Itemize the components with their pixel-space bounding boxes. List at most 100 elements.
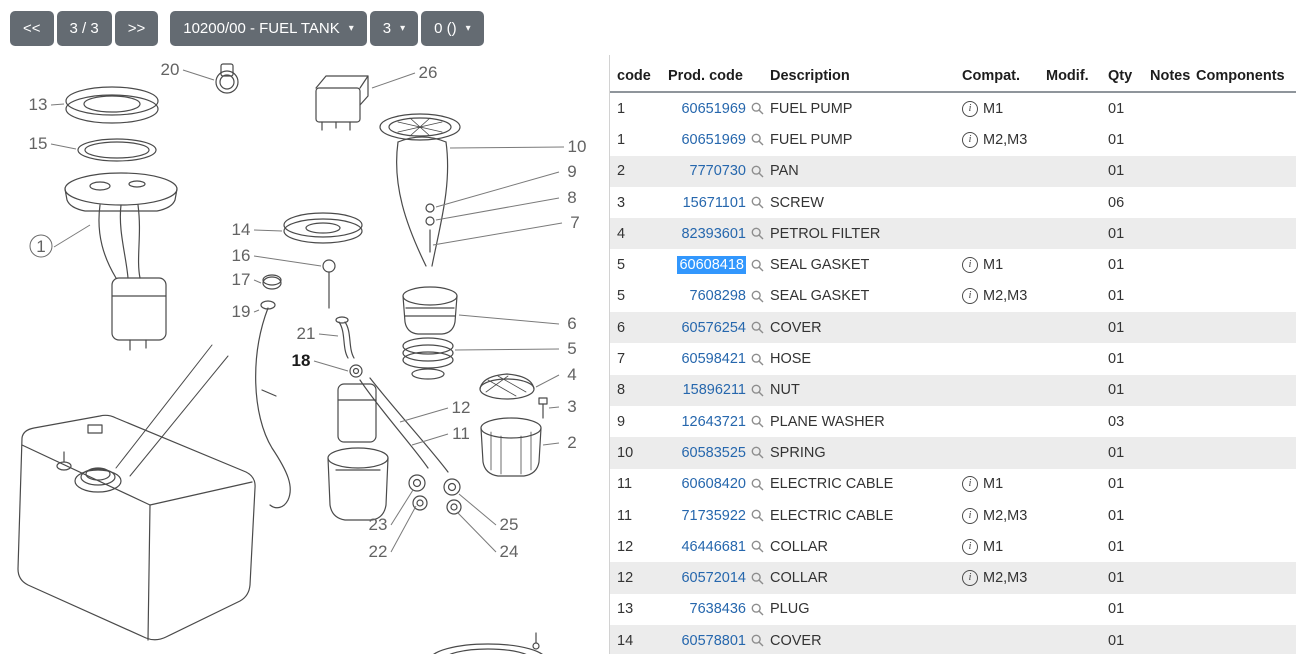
- callout-number[interactable]: 1: [36, 237, 45, 256]
- search-icon[interactable]: [751, 540, 764, 553]
- prod-code-cell: 60583525: [668, 445, 770, 461]
- callout-number[interactable]: 19: [232, 302, 251, 321]
- description-cell: PLUG: [770, 601, 810, 618]
- code-cell: 6: [617, 319, 626, 336]
- callout-number[interactable]: 22: [369, 542, 388, 561]
- search-icon[interactable]: [751, 290, 764, 303]
- prod-code-link[interactable]: 60651969: [681, 100, 746, 117]
- callout-number[interactable]: 12: [452, 398, 471, 417]
- prod-code-link[interactable]: 15671101: [682, 194, 746, 211]
- callout-number[interactable]: 13: [29, 95, 48, 114]
- sheet-select[interactable]: 3 ▾: [369, 11, 419, 46]
- info-icon[interactable]: i: [962, 100, 978, 117]
- next-page-button[interactable]: >>: [114, 11, 159, 46]
- prod-code-cell: 60651969: [668, 132, 770, 148]
- callout-number[interactable]: 7: [570, 213, 579, 232]
- qty-cell: 01: [1108, 131, 1125, 148]
- search-icon[interactable]: [751, 165, 764, 178]
- prod-code-link[interactable]: 60608420: [681, 476, 746, 493]
- prod-code-link[interactable]: 60651969: [681, 131, 746, 148]
- callout-number[interactable]: 26: [419, 63, 438, 82]
- prod-code-link[interactable]: 60572014: [681, 570, 746, 587]
- callout-number[interactable]: 9: [567, 162, 576, 181]
- info-icon[interactable]: i: [962, 507, 978, 524]
- callout-number[interactable]: 23: [369, 515, 388, 534]
- qty-cell: 01: [1108, 225, 1125, 242]
- prev-page-button[interactable]: <<: [10, 11, 54, 46]
- callout-number[interactable]: 5: [567, 339, 576, 358]
- diagram-callouts: 20 26 13 15 10 9 8 7 14 16 17 19 1 21 18 6 5 4 3 12 11 2 23 25 2…: [29, 60, 587, 561]
- code-cell: 10: [617, 444, 634, 461]
- callout-number[interactable]: 11: [452, 424, 470, 443]
- prod-code-link[interactable]: 71735922: [681, 507, 746, 524]
- info-icon[interactable]: i: [962, 131, 978, 148]
- search-icon[interactable]: [751, 353, 764, 366]
- prod-code-link[interactable]: 7770730: [689, 163, 746, 180]
- search-icon[interactable]: [751, 446, 764, 459]
- prod-code-link[interactable]: 12643721: [681, 413, 746, 430]
- prod-code-link[interactable]: 7638436: [689, 601, 746, 618]
- description-cell: SCREW: [770, 194, 824, 211]
- prod-code-link[interactable]: 60608418: [677, 256, 746, 275]
- prod-code-cell: 7638436: [668, 601, 770, 617]
- search-icon[interactable]: [751, 196, 764, 209]
- search-icon[interactable]: [751, 572, 764, 585]
- search-icon[interactable]: [751, 478, 764, 491]
- qty-cell: 01: [1108, 351, 1125, 368]
- callout-number[interactable]: 24: [500, 542, 519, 561]
- info-icon[interactable]: i: [962, 570, 978, 587]
- prod-code-link[interactable]: 60598421: [681, 351, 746, 368]
- prod-code-link[interactable]: 60578801: [681, 632, 746, 649]
- prod-code-link[interactable]: 60583525: [681, 444, 746, 461]
- search-icon[interactable]: [751, 603, 764, 616]
- assembly-select[interactable]: 10200/00 - FUEL TANK ▾: [170, 11, 367, 46]
- prod-code-link[interactable]: 46446681: [681, 538, 746, 555]
- code-cell: 8: [617, 382, 626, 399]
- callout-number[interactable]: 25: [500, 515, 519, 534]
- search-icon[interactable]: [751, 415, 764, 428]
- callout-number[interactable]: 18: [292, 351, 311, 370]
- callout-number[interactable]: 3: [567, 397, 576, 416]
- marker-select[interactable]: 0 () ▾: [421, 11, 484, 46]
- callout-number[interactable]: 15: [29, 134, 48, 153]
- callout-number[interactable]: 8: [567, 188, 576, 207]
- page-indicator: 3 / 3: [56, 11, 112, 46]
- search-icon[interactable]: [751, 321, 764, 334]
- prod-code-cell: 12643721: [668, 414, 770, 430]
- prod-code-link[interactable]: 7608298: [689, 288, 746, 305]
- search-icon[interactable]: [751, 509, 764, 522]
- callout-number[interactable]: 2: [567, 433, 576, 452]
- search-icon[interactable]: [751, 259, 764, 272]
- code-cell: 5: [617, 288, 626, 305]
- callout-number[interactable]: 17: [232, 270, 251, 289]
- callout-number[interactable]: 21: [297, 324, 316, 343]
- prod-code-link[interactable]: 15896211: [682, 382, 746, 399]
- callout-number[interactable]: 10: [568, 137, 587, 156]
- info-icon[interactable]: i: [962, 476, 978, 493]
- search-icon[interactable]: [751, 227, 764, 240]
- callout-number[interactable]: 6: [567, 314, 576, 333]
- info-icon[interactable]: i: [962, 288, 978, 305]
- callout-number[interactable]: 16: [232, 246, 251, 265]
- code-cell: 11: [617, 507, 633, 524]
- search-icon[interactable]: [751, 102, 764, 115]
- callout-number[interactable]: 4: [567, 365, 576, 384]
- callout-number[interactable]: 20: [161, 60, 180, 79]
- search-icon[interactable]: [751, 634, 764, 647]
- search-icon[interactable]: [751, 384, 764, 397]
- info-icon[interactable]: i: [962, 257, 978, 274]
- prod-code-link[interactable]: 60576254: [681, 319, 746, 336]
- toolbar-spacer: [161, 11, 167, 46]
- column-header-notes: Notes: [1150, 67, 1191, 84]
- callout-number[interactable]: 14: [232, 220, 251, 239]
- info-icon[interactable]: i: [962, 538, 978, 555]
- description-cell: FUEL PUMP: [770, 100, 853, 117]
- prod-code-link[interactable]: 82393601: [681, 225, 746, 242]
- prod-code-cell: 60608418: [668, 256, 770, 275]
- search-icon[interactable]: [751, 133, 764, 146]
